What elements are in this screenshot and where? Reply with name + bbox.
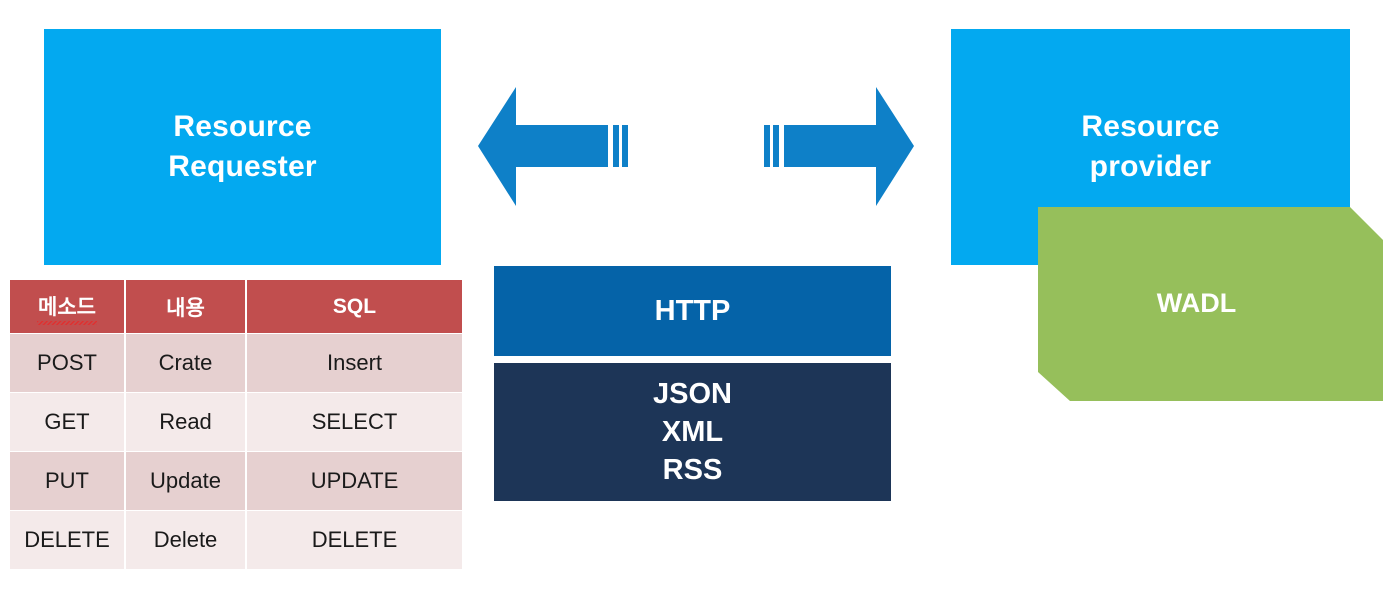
table-cell-method: GET	[10, 393, 124, 451]
table-cell-text: DELETE	[311, 527, 398, 552]
table-cell-text: UPDATE	[310, 468, 399, 493]
request-arrow-stripe-1	[773, 125, 779, 167]
request-arrow-stripe-2	[764, 125, 770, 167]
table-cell-text: Insert	[326, 350, 383, 375]
table-cell-text: Delete	[153, 527, 218, 552]
table-cell-text: POST	[37, 350, 97, 375]
table-cell-text: Crate	[158, 350, 213, 375]
resource-requester-label: Resource Requester	[168, 107, 317, 186]
payload-format-rss: RSS	[662, 454, 723, 487]
payload-format-xml: XML	[661, 415, 724, 448]
response-arrow-stripe-1	[613, 125, 619, 167]
table-cell-text: Update	[150, 468, 221, 493]
table-cell-description: Delete	[126, 511, 245, 569]
wadl-shape: WADL	[1038, 207, 1383, 401]
resource-provider-label: Resource provider	[1081, 107, 1219, 186]
resource-requester-label-line1: Resource	[173, 110, 312, 144]
table-cell-sql: Insert	[247, 334, 462, 392]
table-header-method: 메소드	[10, 280, 124, 333]
table-cell-method: PUT	[10, 452, 124, 510]
resource-requester-label-line2: Requester	[168, 150, 317, 183]
table-header-description-label: 내용	[166, 296, 205, 320]
table-row: DELETE Delete DELETE	[10, 511, 462, 569]
table-cell-sql: SELECT	[247, 393, 462, 451]
payload-formats-label: JSON XML RSS	[653, 375, 732, 490]
table-cell-description: Update	[126, 452, 245, 510]
response-arrow-icon	[478, 87, 628, 206]
resource-provider-label-line1: Resource	[1081, 110, 1220, 144]
table-cell-text: GET	[44, 409, 90, 434]
table-row: POST Crate Insert	[10, 334, 462, 392]
table-row: GET Read SELECT	[10, 393, 462, 451]
request-arrow	[752, 80, 922, 210]
response-arrow-body	[478, 87, 608, 206]
table-header-method-label: 메소드	[37, 291, 97, 325]
table-cell-text: SELECT	[311, 409, 398, 434]
wadl-shape-fill	[1038, 207, 1383, 401]
resource-provider-label-line2: provider	[1089, 150, 1212, 183]
table-row: PUT Update UPDATE	[10, 452, 462, 510]
table-cell-text: Read	[159, 409, 212, 434]
request-arrow-body	[784, 87, 914, 206]
response-arrow	[470, 80, 640, 210]
table-cell-text: PUT	[45, 468, 89, 493]
table-cell-method: DELETE	[10, 511, 124, 569]
payload-format-json: JSON	[653, 377, 732, 410]
table-header-row: 메소드 내용 SQL	[10, 280, 462, 333]
table-header-sql: SQL	[247, 280, 462, 333]
table-cell-sql: UPDATE	[247, 452, 462, 510]
table-cell-sql: DELETE	[247, 511, 462, 569]
wadl-label: WADL	[1156, 287, 1237, 318]
payload-formats-box: JSON XML RSS	[494, 363, 891, 501]
table-cell-method: POST	[10, 334, 124, 392]
table-cell-description: Read	[126, 393, 245, 451]
resource-requester-box: Resource Requester	[44, 29, 441, 265]
response-arrow-stripe-2	[622, 125, 628, 167]
table-cell-description: Crate	[126, 334, 245, 392]
request-arrow-icon	[764, 87, 914, 206]
http-protocol-box: HTTP	[494, 266, 891, 356]
http-method-sql-table: 메소드 내용 SQL POST Crate Insert GET	[10, 280, 462, 569]
table-cell-text: DELETE	[24, 527, 110, 552]
http-label: HTTP	[654, 294, 731, 327]
table-header-description: 내용	[126, 280, 245, 333]
table-header-sql-label: SQL	[332, 294, 377, 318]
